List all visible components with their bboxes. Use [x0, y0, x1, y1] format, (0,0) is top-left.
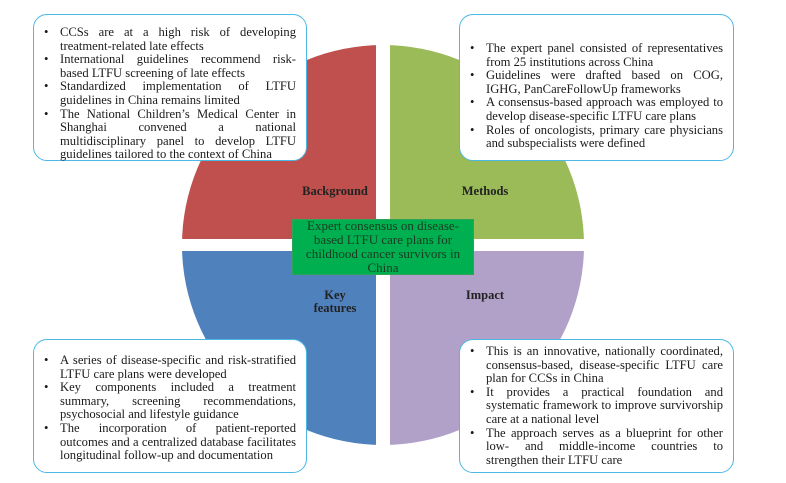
impact-bullet: This is an innovative, nationally coordi…: [460, 344, 723, 386]
background-bullet: International guidelines recommend risk-…: [34, 52, 296, 80]
background-bullet: CCSs are at a high risk of developing tr…: [34, 25, 296, 53]
key-features-bullet: The incorporation of patient-reported ou…: [34, 421, 296, 463]
key-features-label-line1: Key: [324, 288, 346, 302]
background-card: CCSs are at a high risk of developing tr…: [33, 14, 307, 161]
methods-list: The expert panel consisted of representa…: [460, 41, 723, 151]
methods-bullet: The expert panel consisted of representa…: [460, 41, 723, 69]
key-features-card: A series of disease-specific and risk-st…: [33, 339, 307, 473]
key-features-label: Key features: [285, 289, 385, 315]
impact-card: This is an innovative, nationally coordi…: [459, 339, 734, 473]
methods-bullet: A consensus-based approach was employed …: [460, 96, 723, 123]
background-bullet: The National Children’s Medical Center i…: [34, 107, 296, 162]
methods-bullet: Roles of oncologists, primary care physi…: [460, 123, 723, 151]
impact-list: This is an innovative, nationally coordi…: [460, 344, 723, 468]
background-bullet: Standardized implementation of LTFU guid…: [34, 80, 296, 107]
methods-card: The expert panel consisted of representa…: [459, 14, 734, 161]
methods-label: Methods: [461, 184, 509, 198]
key-features-label-line2: features: [313, 301, 357, 315]
impact-label: Impact: [465, 288, 505, 302]
key-features-bullet: Key components included a treatment summ…: [34, 380, 296, 422]
center-title-box: Expert consensus on disease-based LTFU c…: [292, 219, 474, 275]
methods-bullet: Guidelines were drafted based on COG, IG…: [460, 68, 723, 96]
key-features-bullet: A series of disease-specific and risk-st…: [34, 353, 296, 381]
center-title: Expert consensus on disease-based LTFU c…: [305, 218, 461, 275]
impact-bullet: It provides a practical foundation and s…: [460, 385, 723, 427]
key-features-list: A series of disease-specific and risk-st…: [34, 353, 296, 463]
background-label: Background: [302, 184, 368, 198]
impact-bullet: The approach serves as a blueprint for o…: [460, 426, 723, 468]
background-list: CCSs are at a high risk of developing tr…: [34, 25, 296, 162]
